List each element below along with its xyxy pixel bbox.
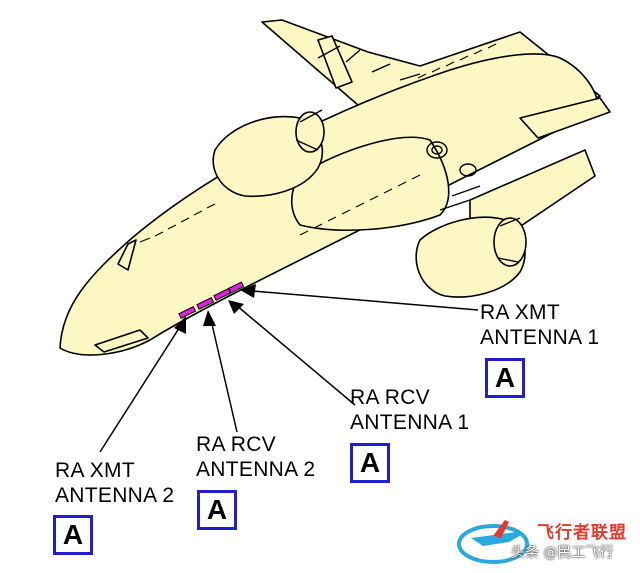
horizontal-stabilizer [519,97,611,139]
leader-ra-rcv-2 [210,319,238,433]
leader-ra-xmt-1 [251,290,479,311]
antenna-marker [196,297,215,310]
callout-ra-rcv-antenna-1-label: RA RCV ANTENNA 1 [350,385,469,435]
label-line-1: RA RCV [196,433,276,456]
watermark-subtitle: 头条 @民工飞行 [511,545,614,561]
label-line-1: RA RCV [350,386,430,409]
callout-ra-xmt-antenna-1-label: RA XMT ANTENNA 1 [480,300,599,350]
callout-ra-xmt-antenna-2-label: RA XMT ANTENNA 2 [55,458,174,508]
label-line-2: ANTENNA 2 [55,484,175,507]
engine-nacelle-upper [212,115,324,198]
label-line-1: RA XMT [480,301,560,324]
view-a-badge-ra-xmt-1[interactable]: A [485,358,525,398]
leader-ra-xmt-2 [99,321,184,453]
engine-intake-upper [295,111,325,153]
vertical-stabilizer [317,35,353,89]
watermark: 飞行者联盟 头条 @民工飞行 [453,510,638,568]
antenna-group [178,281,245,319]
antenna-marker [213,288,232,301]
cockpit-window [117,239,137,271]
arrowhead [228,300,244,314]
view-a-badge-ra-xmt-2[interactable]: A [53,515,93,555]
label-line-2: ANTENNA 1 [480,326,600,349]
view-a-badge-ra-rcv-1[interactable]: A [350,443,390,483]
leader-ra-rcv-1 [235,304,356,406]
airplane-logo-icon [457,520,529,564]
antenna-marker [178,306,197,319]
arrowhead [174,316,186,334]
antenna-marker [228,281,245,294]
label-line-2: ANTENNA 2 [196,458,316,481]
callout-ra-rcv-antenna-2-label: RA RCV ANTENNA 2 [196,432,315,482]
label-line-1: RA XMT [55,459,135,482]
label-line-2: ANTENNA 1 [350,411,470,434]
watermark-title: 飞行者联盟 [537,523,627,543]
belly-panel [94,329,149,353]
engine-intake-lower [493,217,527,267]
window-row [139,43,497,243]
wing-fairing [290,136,450,231]
arrowhead [240,284,256,298]
view-a-badge-ra-rcv-2[interactable]: A [197,490,237,530]
arrowhead [203,310,216,326]
